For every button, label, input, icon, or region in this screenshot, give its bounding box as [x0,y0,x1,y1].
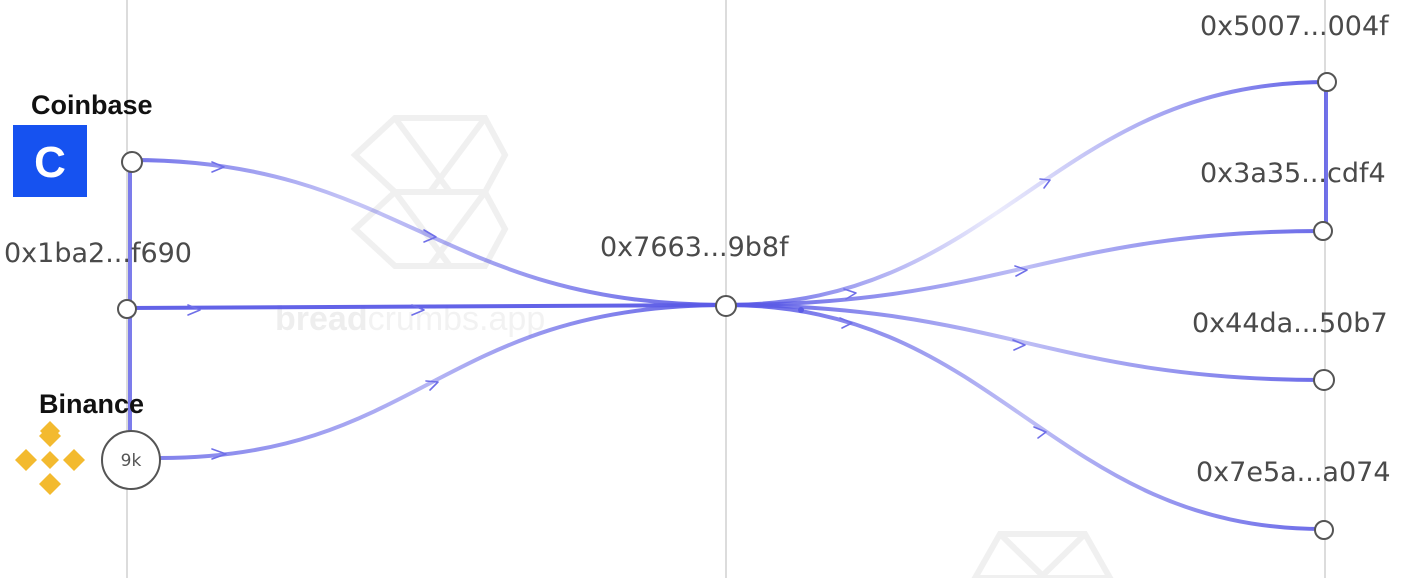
node-hub[interactable] [715,295,737,317]
node-source-wallet[interactable] [117,299,137,319]
node-out-3[interactable] [1313,369,1335,391]
node-out-4[interactable] [1314,520,1334,540]
coinbase-label: Coinbase [31,90,153,120]
node-binance-cluster[interactable] [101,430,161,490]
out-1-label[interactable]: 0x5007...004f [1200,11,1390,42]
binance-label: Binance [39,389,144,419]
flow-hub-to-out-3[interactable] [725,303,1324,382]
binance-logo-icon [15,421,85,495]
svg-text:C: C [34,138,66,187]
source-wallet-label[interactable]: 0x1ba2...f690 [4,238,192,269]
watermark-logo-icon [350,115,509,269]
flow-coinbase-to-hub[interactable] [131,158,727,307]
watermark-logo-icon-2 [971,531,1114,578]
out-4-label[interactable]: 0x7e5a...a074 [1196,457,1391,488]
node-coinbase[interactable] [121,151,143,173]
flow-hub-to-out-1[interactable] [725,80,1328,307]
coinbase-logo-icon: C [13,125,87,197]
flow-wallet-to-hub[interactable] [126,303,727,310]
out-2-label[interactable]: 0x3a35...cdf4 [1200,158,1386,189]
binance-count: 9k [121,451,142,471]
node-out-2[interactable] [1313,221,1333,241]
flow-arrow-icons [187,161,1051,460]
hub-label[interactable]: 0x7663...9b8f [600,232,790,263]
flow-hub-to-out-2[interactable] [725,229,1324,307]
flow-hub-to-out-4[interactable] [725,303,1324,531]
node-out-1[interactable] [1317,72,1337,92]
out-3-label[interactable]: 0x44da...50b7 [1192,308,1388,339]
